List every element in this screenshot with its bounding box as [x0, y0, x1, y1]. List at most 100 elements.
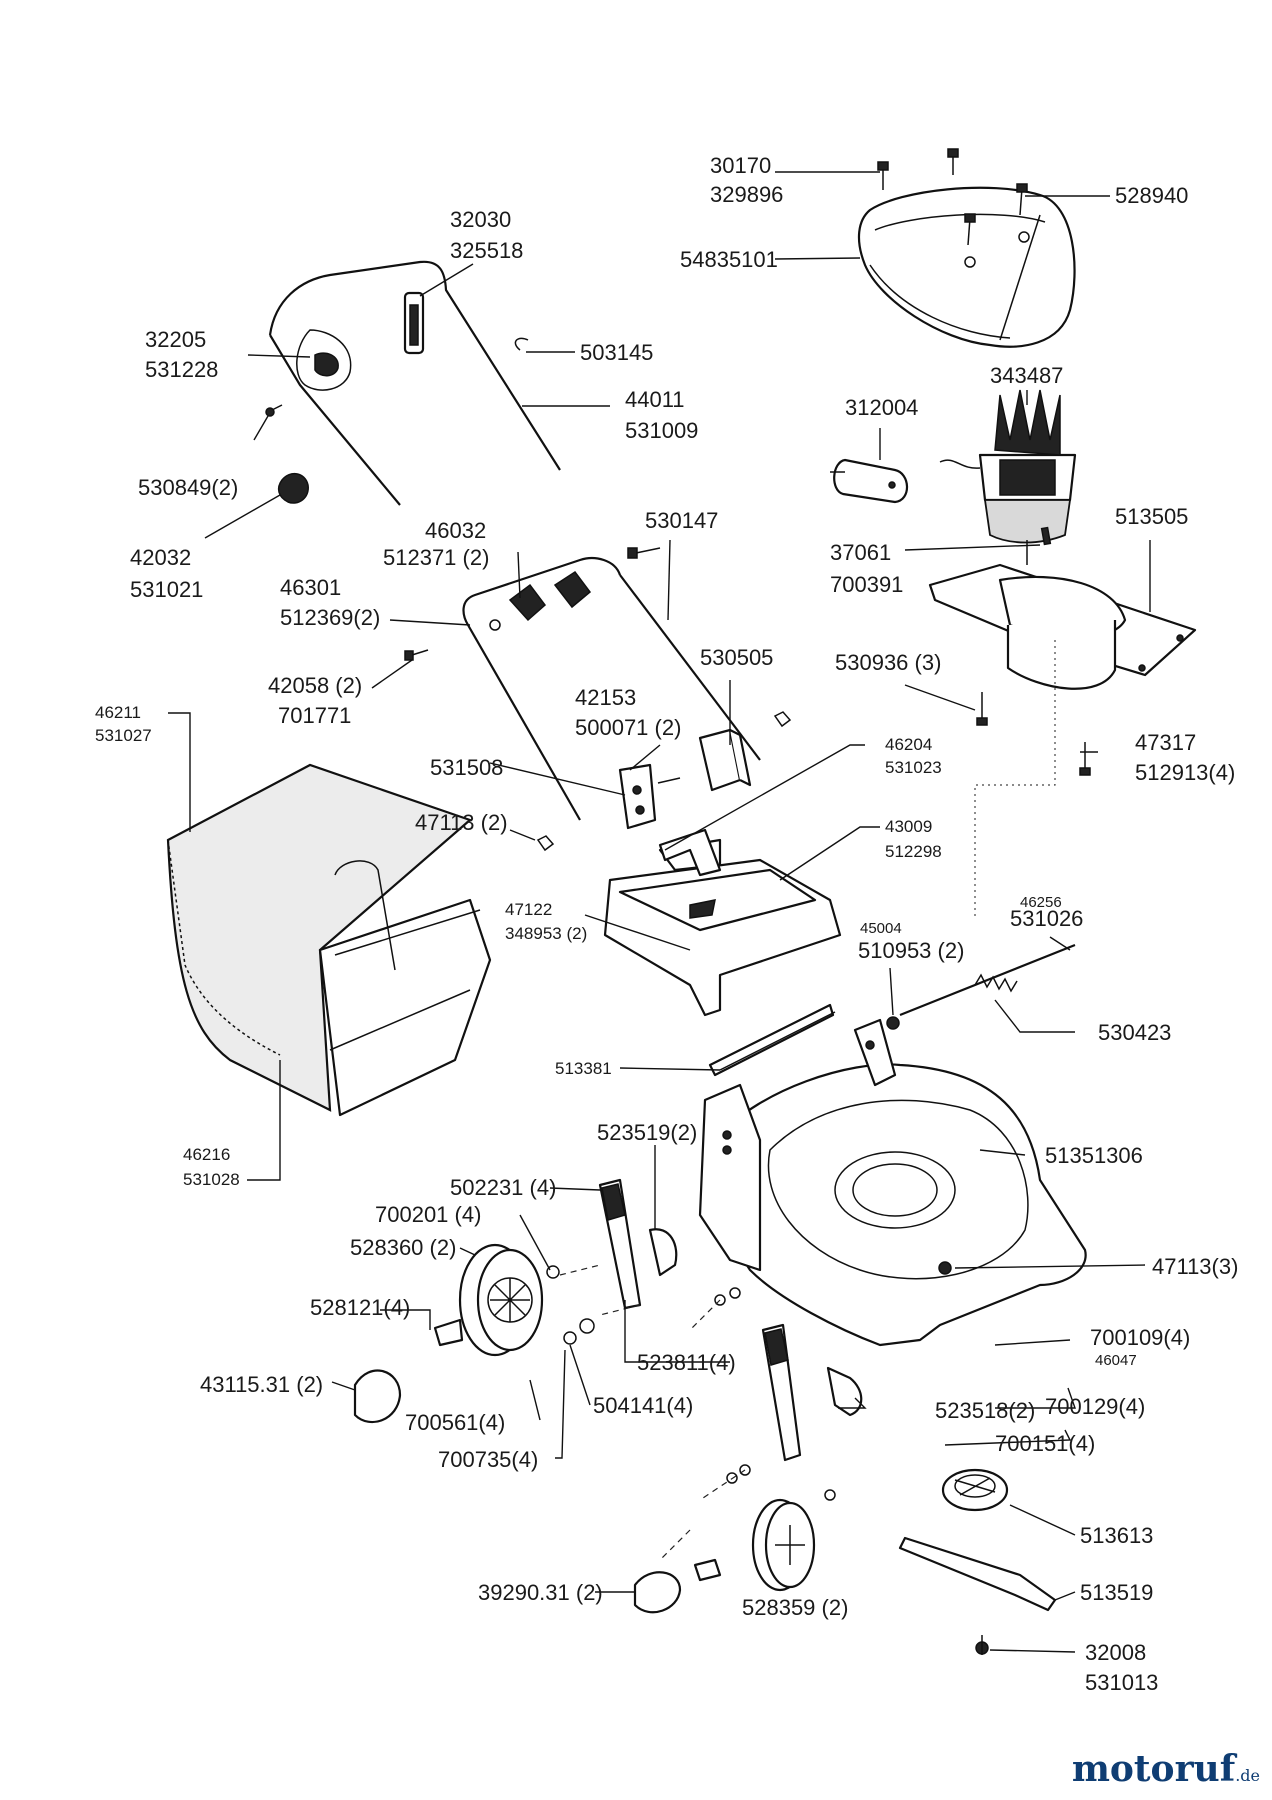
- label-54835101: 54835101: [680, 247, 778, 272]
- brand-name: motoruf: [1071, 1748, 1236, 1790]
- label-700561: 700561(4): [405, 1410, 505, 1435]
- brand-logo: motoruf.de: [1072, 1748, 1260, 1790]
- label-528360: 528360 (2): [350, 1235, 456, 1260]
- label-531026: 531026: [1010, 906, 1083, 931]
- label-343487: 343487: [990, 363, 1063, 388]
- motor-plate-drawing: [928, 563, 1197, 690]
- label-700391: 700391: [830, 572, 903, 597]
- label-531028: 531028: [183, 1170, 240, 1189]
- label-513519: 513519: [1080, 1580, 1153, 1605]
- label-512369: 512369(2): [280, 605, 380, 630]
- label-312004: 312004: [845, 395, 918, 420]
- label-513381: 513381: [555, 1059, 612, 1078]
- brand-tld: .de: [1235, 1766, 1260, 1785]
- plate-screws-drawing: [976, 692, 1091, 776]
- label-700129: 700129(4): [1045, 1394, 1145, 1419]
- label-46216: 46216: [183, 1145, 230, 1164]
- label-530423: 530423: [1098, 1020, 1171, 1045]
- label-46211: 46211: [95, 703, 141, 722]
- label-700151: 700151(4): [995, 1431, 1095, 1456]
- label-531009: 531009: [625, 418, 698, 443]
- label-47122: 47122: [505, 900, 552, 919]
- lower-handle-drawing: [404, 547, 792, 821]
- label-46047: 46047: [1095, 1352, 1137, 1369]
- label-39290: 39290.31 (2): [478, 1580, 603, 1605]
- handle-bolt-knob-drawing: [265, 404, 309, 504]
- label-700201: 700201 (4): [375, 1202, 481, 1227]
- blade-adapter-drawing: [941, 1468, 1009, 1512]
- label-46032: 46032: [425, 518, 486, 543]
- label-512298: 512298: [885, 842, 942, 861]
- rear-wheel-drawing: [633, 1469, 816, 1614]
- label-42032: 42032: [130, 545, 191, 570]
- label-513505: 513505: [1115, 504, 1188, 529]
- label-503145: 503145: [580, 340, 653, 365]
- label-51351306: 51351306: [1045, 1143, 1143, 1168]
- label-530147: 530147: [645, 508, 718, 533]
- label-43115: 43115.31 (2): [200, 1372, 323, 1397]
- label-329896: 329896: [710, 182, 783, 207]
- label-700735: 700735(4): [438, 1447, 538, 1472]
- label-530849: 530849(2): [138, 475, 238, 500]
- label-47113a: 47113 (2): [415, 810, 508, 835]
- label-37061: 37061: [830, 540, 891, 565]
- label-502231: 502231 (4): [450, 1175, 556, 1200]
- label-700109: 700109(4): [1090, 1325, 1190, 1350]
- label-32008: 32008: [1085, 1640, 1146, 1665]
- label-348953: 348953 (2): [505, 924, 587, 943]
- label-530936: 530936 (3): [835, 650, 941, 675]
- label-325518: 325518: [450, 238, 523, 263]
- hinge-rod-drawing: [708, 1003, 836, 1077]
- label-530505: 530505: [700, 645, 773, 670]
- label-531228: 531228: [145, 357, 218, 382]
- label-513613: 513613: [1080, 1523, 1153, 1548]
- rear-axle-bracket-drawing: [726, 1323, 863, 1501]
- front-axle-bracket-drawing: [598, 1178, 678, 1310]
- part-labels: 30170 329896 528940 54835101 32030 32551…: [95, 153, 1238, 1695]
- mower-deck-drawing: [698, 1018, 1087, 1347]
- label-510953: 510953 (2): [858, 938, 964, 963]
- label-44011: 44011: [625, 387, 685, 412]
- front-wheel-drawing: [353, 1243, 544, 1424]
- height-lever-drawing: [886, 943, 1076, 1030]
- label-46204: 46204: [885, 735, 932, 754]
- capacitor-drawing: [830, 458, 909, 504]
- label-43009: 43009: [885, 817, 932, 836]
- blade-drawing: [898, 1536, 1057, 1612]
- label-30170: 30170: [710, 153, 771, 178]
- motor-assembly-guide: [974, 640, 1056, 920]
- label-531021: 531021: [130, 577, 203, 602]
- label-531508: 531508: [430, 755, 503, 780]
- label-42153: 42153: [575, 685, 636, 710]
- label-523811: 523811(4): [637, 1350, 736, 1375]
- rear-flap-drawing: [603, 838, 842, 1017]
- leader-lines: [168, 171, 1151, 1653]
- motor-cover-drawing: [857, 186, 1076, 348]
- label-46256: 46256: [1020, 894, 1062, 911]
- label-504141: 504141(4): [593, 1393, 693, 1418]
- label-528940: 528940: [1115, 183, 1188, 208]
- upper-handle-drawing: [268, 260, 561, 506]
- label-45004: 45004: [860, 920, 902, 937]
- label-32030: 32030: [450, 207, 511, 232]
- label-531027: 531027: [95, 726, 152, 745]
- label-701771: 701771: [278, 703, 351, 728]
- label-523518: 523518(2): [935, 1398, 1035, 1423]
- label-523519: 523519(2): [597, 1120, 697, 1145]
- label-32205: 32205: [145, 327, 206, 352]
- front-washers-drawing: [546, 1264, 741, 1345]
- cover-screws-drawing: [877, 148, 1030, 268]
- motor-drawing: [939, 389, 1077, 565]
- label-512371: 512371 (2): [383, 545, 489, 570]
- handle-clamp-drawing: [536, 763, 681, 852]
- grass-box-drawing: [166, 763, 492, 1117]
- label-531013: 531013: [1085, 1670, 1158, 1695]
- label-528121: 528121(4): [310, 1295, 410, 1320]
- label-500071: 500071 (2): [575, 715, 681, 740]
- blade-bolt-drawing: [975, 1635, 989, 1655]
- flap-bracket-drawing: [658, 828, 722, 877]
- label-528359: 528359 (2): [742, 1595, 848, 1620]
- label-531023: 531023: [885, 758, 942, 777]
